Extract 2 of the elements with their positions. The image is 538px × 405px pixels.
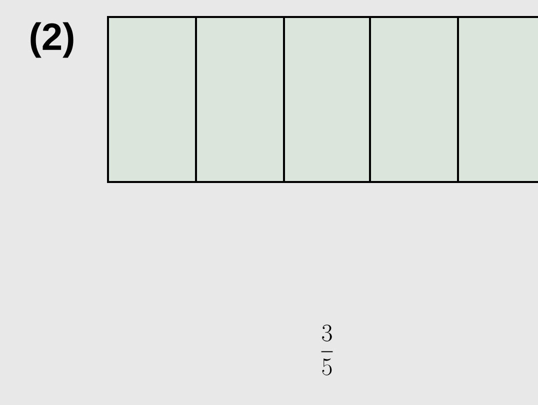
- fraction: $\frac{3}{5}$: [321, 324, 333, 376]
- problem-number: (2): [30, 22, 74, 58]
